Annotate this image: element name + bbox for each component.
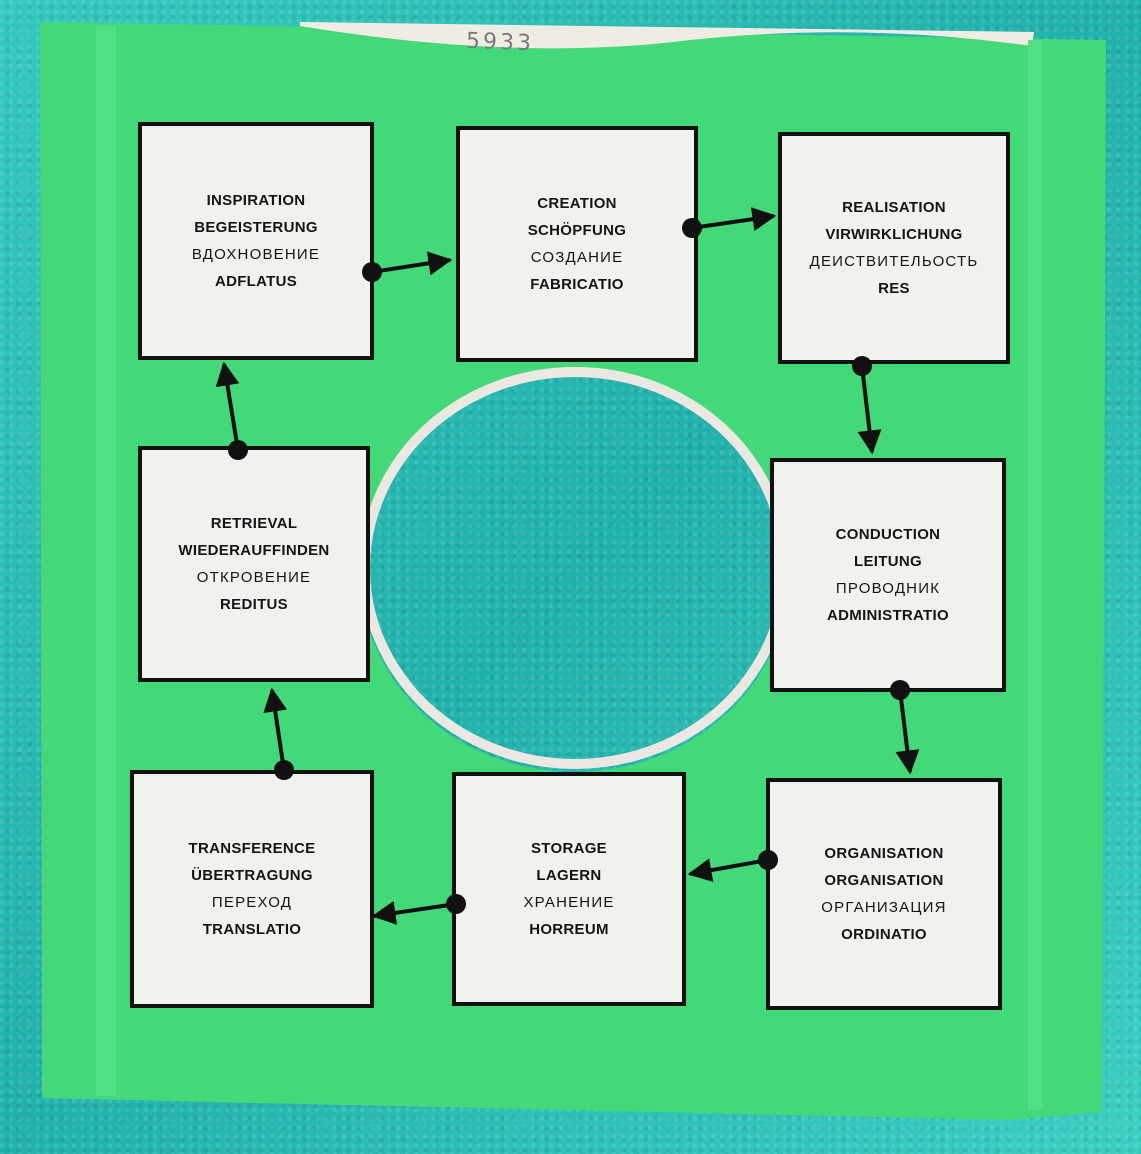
box-conduction-line-2: LEITUNG xyxy=(854,553,922,570)
box-realisation-line-4: RES xyxy=(878,280,910,297)
box-inspiration-line-2: BEGEISTERUNG xyxy=(194,219,318,236)
sleeve-left-fold xyxy=(96,26,116,1096)
arrow-conduction-to-organisation xyxy=(895,689,920,775)
box-organisation-line-1: ORGANISATION xyxy=(824,845,944,862)
box-inspiration-line-1: INSPIRATION xyxy=(206,192,306,209)
box-conduction-line-1: CONDUCTION xyxy=(835,526,941,543)
box-conduction-line-3: ПРОВОДНИК xyxy=(835,580,941,597)
box-transference: TRANSFERENCE ÜBERTRAGUNG ПЕРЕХОД TRANSLATIO xyxy=(130,770,374,1008)
box-transference-line-4: TRANSLATIO xyxy=(202,921,302,938)
box-storage-line-1: STORAGE xyxy=(530,840,607,857)
box-realisation-line-1: REALISATION xyxy=(842,199,946,216)
sleeve-right-fold xyxy=(1028,40,1042,1110)
box-storage: STORAGE LAGERN ХРАНЕНИЕ HORREUM xyxy=(452,772,686,1006)
box-realisation-line-3: ДЕИСТВИТЕЛЬОСТЬ xyxy=(809,253,979,270)
box-retrieval-line-4: REDITUS xyxy=(220,596,288,613)
box-realisation-line-2: VIRWIRKLICHUNG xyxy=(825,226,963,243)
box-transference-line-3: ПЕРЕХОД xyxy=(211,894,293,911)
box-conduction: CONDUCTION LEITUNG ПРОВОДНИК ADMINISTRATIO xyxy=(770,458,1006,692)
arrow-creation-to-realisation xyxy=(691,207,777,232)
box-transference-line-1: TRANSFERENCE xyxy=(188,840,316,857)
box-storage-line-3: ХРАНЕНИЕ xyxy=(523,894,615,911)
arrow-origin-dot-inspiration xyxy=(362,262,382,282)
box-inspiration-line-3: ВДОХНОВЕНИЕ xyxy=(191,246,321,263)
box-creation: CREATION SCHÖPFUNG СОЗДАНИЕ FABRICATIO xyxy=(456,126,698,362)
box-retrieval-line-2: WIEDERAUFFINDEN xyxy=(178,542,330,559)
arrow-origin-dot-transference xyxy=(274,760,294,780)
arrow-origin-dot-storage xyxy=(446,894,466,914)
box-storage-line-4: HORREUM xyxy=(529,921,609,938)
box-retrieval: RETRIEVAL WIEDERAUFFINDEN ОТКРОВЕНИЕ REDITU… xyxy=(138,446,370,682)
box-retrieval-line-3: ОТКРОВЕНИЕ xyxy=(196,569,312,586)
box-inspiration-line-4: ADFLATUS xyxy=(214,273,298,290)
arrow-origin-dot-conduction xyxy=(890,680,910,700)
box-storage-line-2: LAGERN xyxy=(536,867,602,884)
sleeve-hole-rim xyxy=(360,367,790,769)
box-creation-line-2: SCHÖPFUNG xyxy=(527,222,627,239)
arrow-origin-dot-creation xyxy=(682,218,702,238)
arrow-origin-dot-retrieval xyxy=(228,440,248,460)
box-organisation-line-3: ОРГАНИЗАЦИЯ xyxy=(821,899,947,916)
box-creation-line-3: СОЗДАНИЕ xyxy=(530,249,624,266)
arrow-inspiration-to-creation xyxy=(371,251,453,276)
box-creation-line-1: CREATION xyxy=(537,195,617,212)
box-inspiration: INSPIRATION BEGEISTERUNG ВДОХНОВЕНИЕ ADFLAT… xyxy=(138,122,374,360)
arrow-transference-to-retrieval xyxy=(263,687,288,771)
box-organisation-line-2: ORGANISATION xyxy=(824,872,944,889)
box-conduction-line-4: ADMINISTRATIO xyxy=(827,607,949,624)
arrow-organisation-to-storage xyxy=(687,858,769,882)
box-retrieval-line-1: RETRIEVAL xyxy=(210,515,298,532)
arrow-storage-to-transference xyxy=(371,900,457,925)
arrow-retrieval-to-inspiration xyxy=(215,361,240,451)
arrow-realisation-to-conduction xyxy=(857,365,882,455)
box-creation-line-4: FABRICATIO xyxy=(530,276,624,293)
arrow-origin-dot-realisation xyxy=(852,356,872,376)
box-organisation-line-4: ORDINATIO xyxy=(841,926,927,943)
sleeve-top-tab xyxy=(300,22,1034,49)
box-organisation: ORGANISATION ORGANISATION ОРГАНИЗАЦИЯ ORDIN… xyxy=(766,778,1002,1010)
box-transference-line-2: ÜBERTRAGUNG xyxy=(191,867,313,884)
box-realisation: REALISATION VIRWIRKLICHUNG ДЕИСТВИТЕЛЬОСТЬ… xyxy=(778,132,1010,364)
arrow-origin-dot-organisation xyxy=(758,850,778,870)
